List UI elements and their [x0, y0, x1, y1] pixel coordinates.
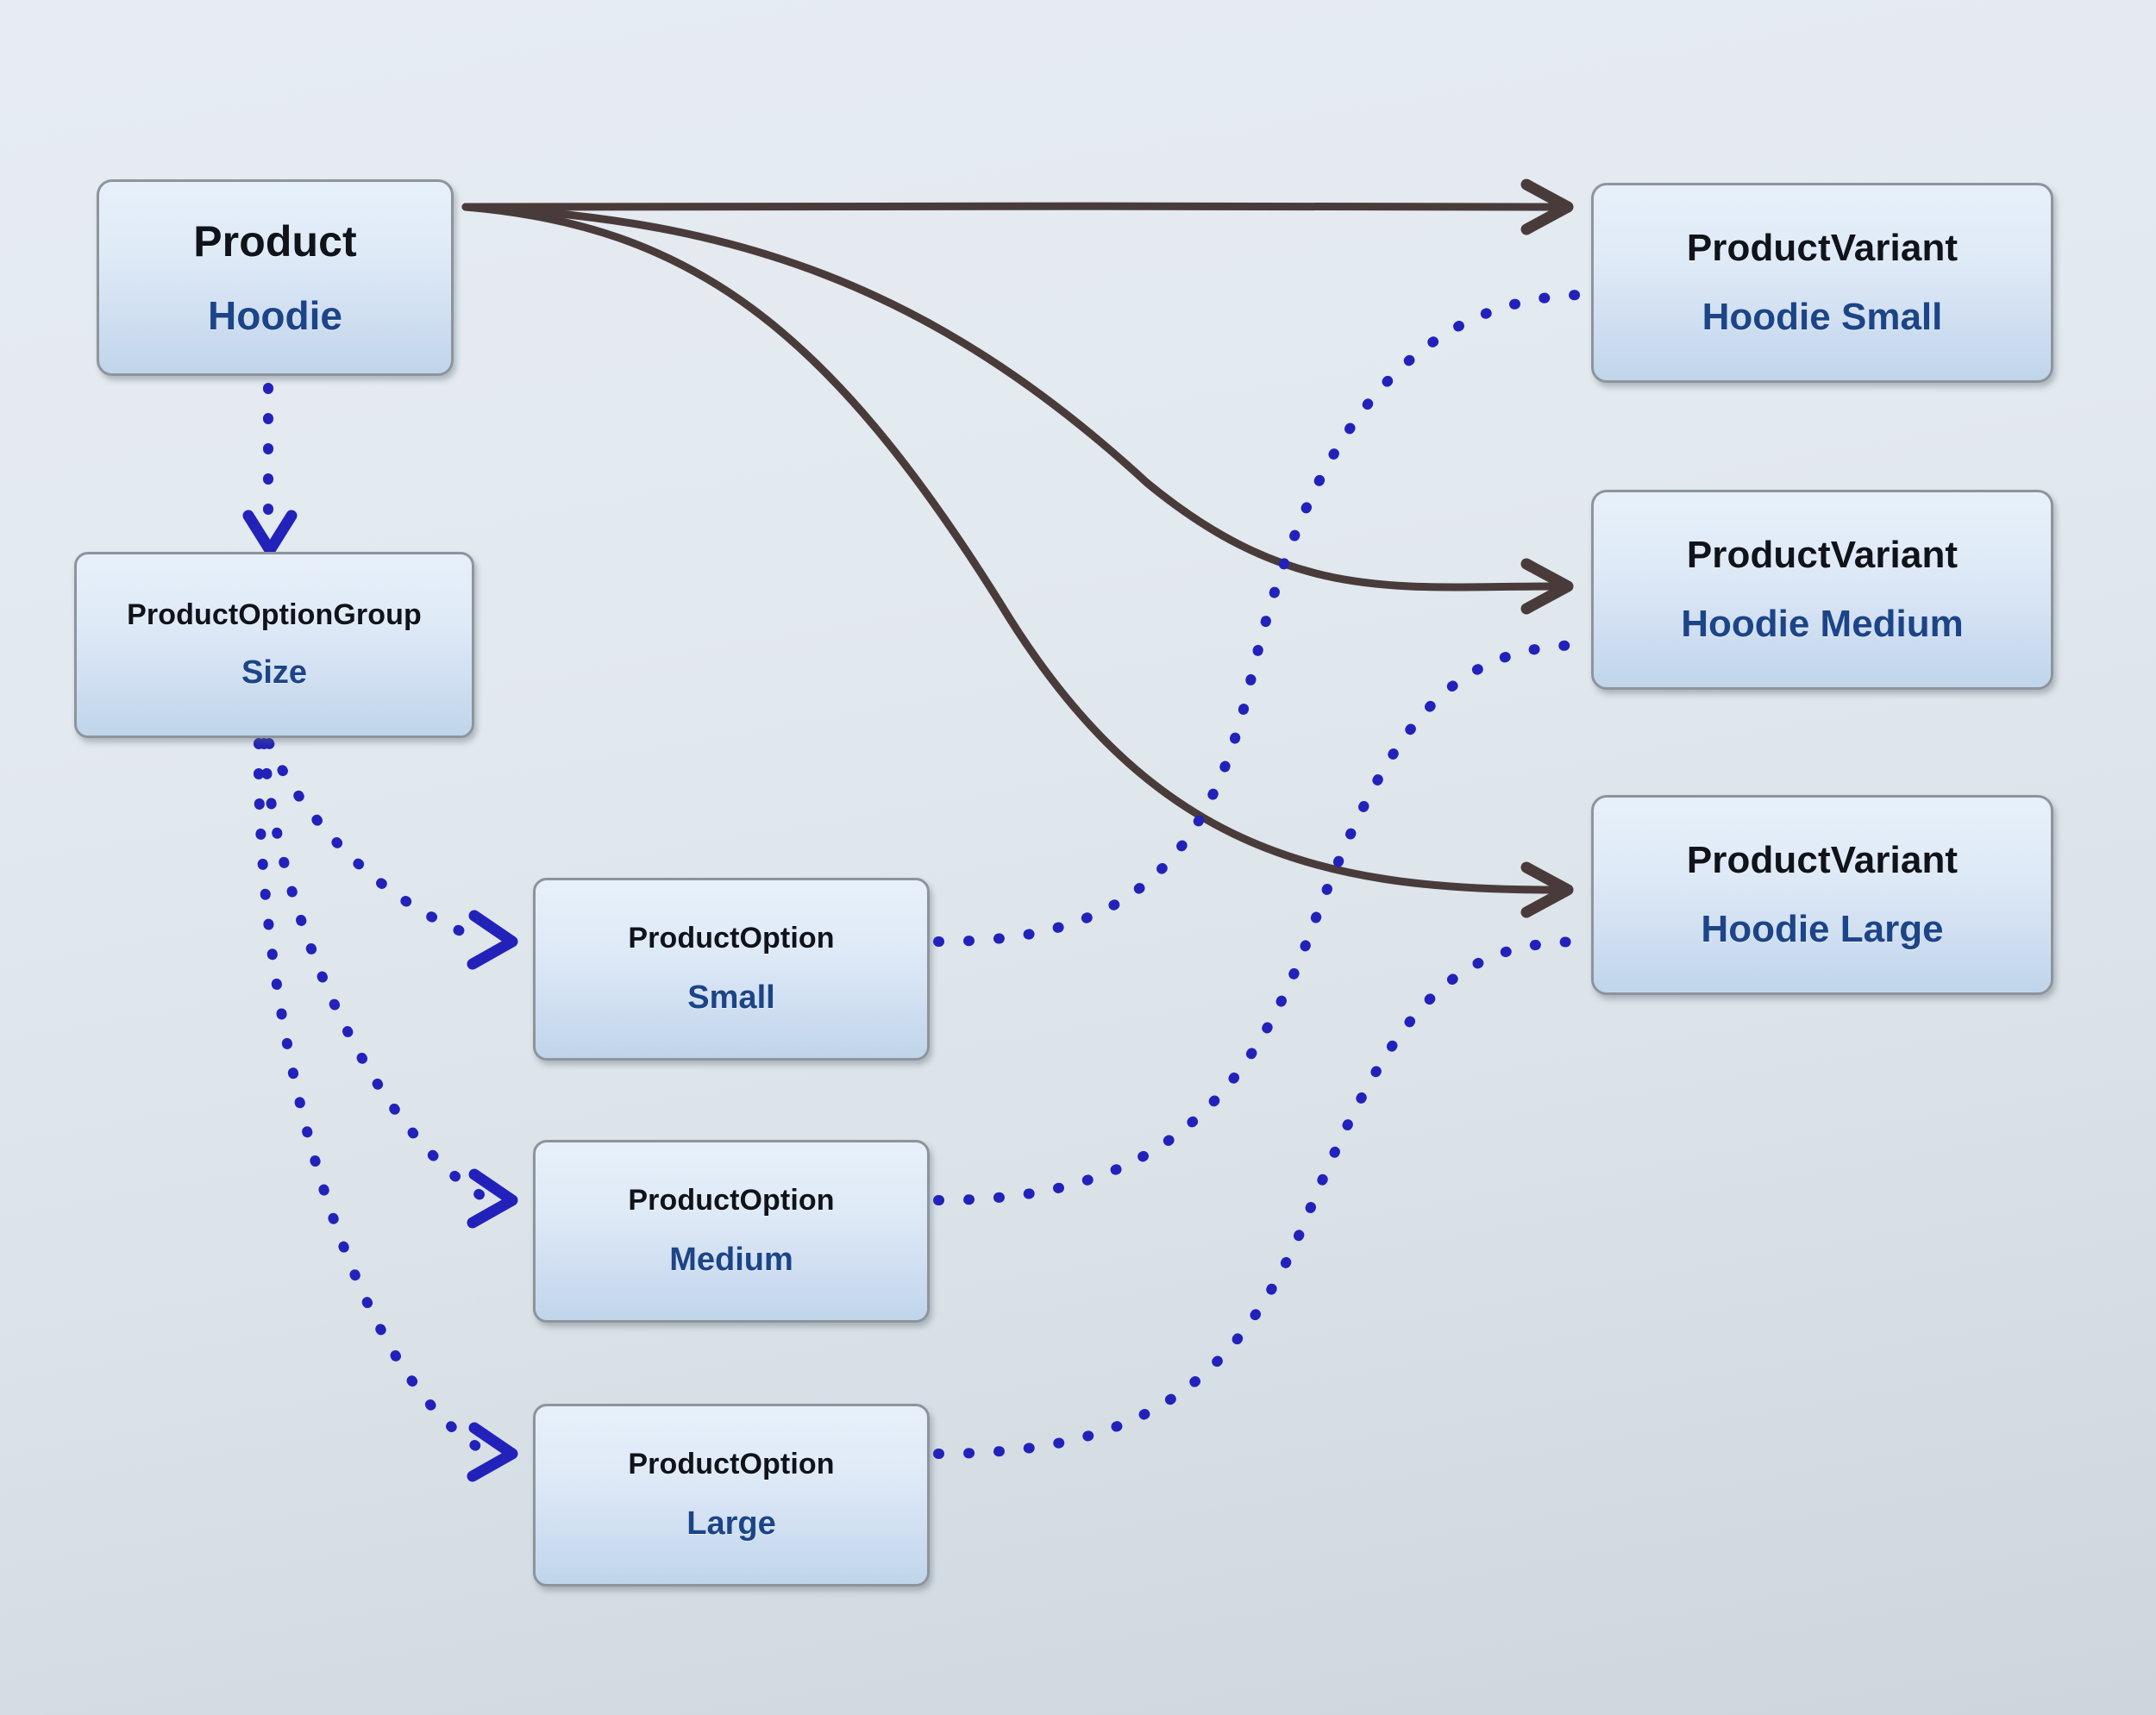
node-product-variant-hoodie-small-type: ProductVariant — [1686, 227, 1959, 269]
edge-option-small-to-variant-small — [933, 290, 1583, 947]
edge-option-group-to-option-large — [253, 738, 518, 1482]
edge-product-to-variant-large — [461, 203, 1574, 918]
node-product-value: Hoodie — [208, 293, 342, 338]
node-product-option-medium-value: Medium — [669, 1242, 793, 1278]
edge-product-to-variant-medium — [461, 203, 1574, 615]
node-product-variant-hoodie-large-type: ProductVariant — [1686, 839, 1959, 881]
node-product-variant-hoodie-medium-value: Hoodie Medium — [1681, 603, 1964, 645]
node-product-variant-hoodie-small[interactable]: ProductVariant Hoodie Small — [1591, 183, 2053, 383]
node-product-variant-hoodie-small-value: Hoodie Small — [1702, 296, 1943, 338]
node-product-variant-hoodie-large-value: Hoodie Large — [1701, 908, 1944, 950]
edge-option-group-to-option-medium — [259, 738, 518, 1229]
edge-option-group-to-option-small — [264, 738, 518, 970]
node-product-option-large-value: Large — [686, 1505, 776, 1542]
node-product-variant-hoodie-large[interactable]: ProductVariant Hoodie Large — [1591, 795, 2053, 995]
edge-option-medium-to-variant-medium — [933, 640, 1583, 1205]
node-product-option-medium[interactable]: ProductOption Medium — [533, 1140, 930, 1323]
node-product-option-group-type: ProductOptionGroup — [127, 598, 422, 631]
node-product-option-medium-type: ProductOption — [628, 1184, 835, 1217]
node-product-option-group[interactable]: ProductOptionGroup Size — [74, 552, 474, 738]
edge-product-to-variant-small — [461, 178, 1574, 235]
node-product-variant-hoodie-medium-type: ProductVariant — [1686, 534, 1959, 576]
node-product-type: Product — [193, 217, 357, 266]
node-product-option-group-value: Size — [241, 654, 308, 691]
edge-product-to-option-group — [242, 383, 298, 556]
node-product[interactable]: Product Hoodie — [97, 179, 454, 376]
edge-option-large-to-variant-large — [933, 936, 1583, 1459]
node-product-option-large[interactable]: ProductOption Large — [533, 1404, 930, 1587]
node-product-option-small-value: Small — [687, 980, 775, 1016]
node-product-variant-hoodie-medium[interactable]: ProductVariant Hoodie Medium — [1591, 490, 2053, 690]
node-product-option-small-type: ProductOption — [628, 922, 835, 955]
node-product-option-small[interactable]: ProductOption Small — [533, 878, 930, 1061]
node-product-option-large-type: ProductOption — [628, 1448, 835, 1480]
